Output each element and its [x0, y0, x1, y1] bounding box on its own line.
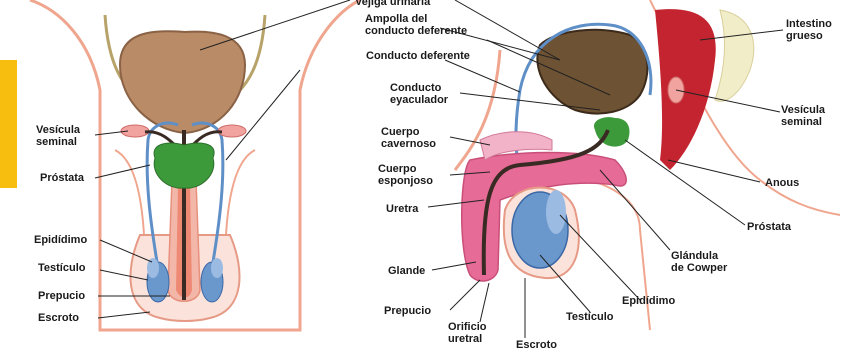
label-testiculo-right: Testículo [566, 311, 613, 323]
label-escroto-left: Escroto [38, 312, 79, 324]
sacrum [715, 10, 754, 101]
label-orificio-uretral: Orificio uretral [448, 321, 487, 345]
label-intestino-grueso: Intestino grueso [786, 18, 832, 42]
label-glande: Glande [388, 265, 425, 277]
label-conducto-deferente: Conducto deferente [366, 50, 470, 62]
label-uretra: Uretra [386, 203, 418, 215]
sagittal-view [200, 0, 840, 338]
label-glandula-cowper: Glándula de Cowper [671, 250, 727, 274]
bladder-front [120, 31, 245, 133]
bladder-side [537, 30, 647, 114]
epididymis-side [546, 190, 566, 234]
seminal-vesicle-front [218, 125, 246, 137]
label-epididimo-right: Epidídimo [622, 295, 675, 307]
label-prostata-right: Próstata [747, 221, 791, 233]
label-vesicula-left: Vesícula seminal [36, 124, 80, 148]
epididymis-right [211, 258, 223, 278]
frontal-view [30, 0, 360, 330]
label-cuerpo-cavernoso: Cuerpo cavernoso [381, 126, 436, 150]
label-prepucio-right: Prepucio [384, 305, 431, 317]
label-anous: Anous [765, 177, 799, 189]
label-epididimo-left: Epidídimo [34, 234, 87, 246]
label-cuerpo-esponjoso: Cuerpo esponjoso [378, 163, 433, 187]
label-prostata-left: Próstata [40, 172, 84, 184]
label-escroto-right: Escroto [516, 339, 557, 351]
label-vesicula-right: Vesícula seminal [781, 104, 825, 128]
prostate-front [154, 143, 214, 188]
label-vejiga-urinaria: Vejiga urinaria [355, 0, 430, 8]
label-prepucio-left: Prepucio [38, 290, 85, 302]
label-conducto-eyaculador: Conducto eyaculador [390, 82, 448, 106]
large-intestine [655, 9, 716, 170]
label-testiculo-left: Testículo [38, 262, 85, 274]
label-ampolla: Ampolla del conducto deferente [365, 13, 467, 37]
